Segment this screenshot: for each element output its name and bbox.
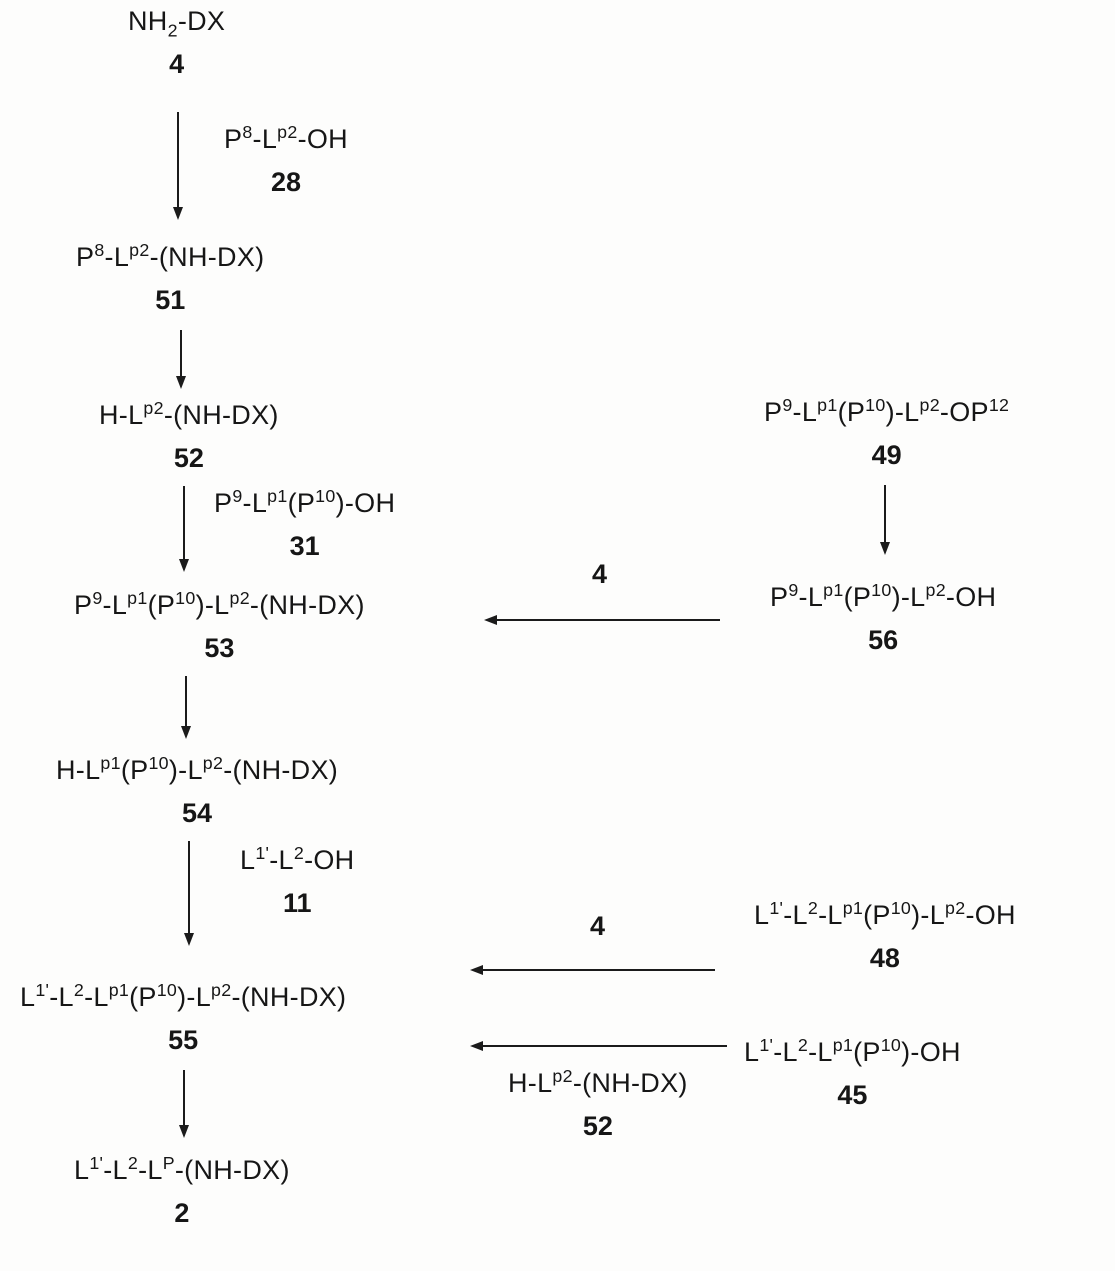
- reagent-28: P8-Lp2-OH 28: [224, 122, 348, 198]
- compound-4: NH2-DX 4: [128, 6, 225, 80]
- compound-53: P9-Lp1(P10)-Lp2-(NH-DX) 53: [74, 588, 365, 664]
- reagent-formula: H-Lp2-(NH-DX): [508, 1066, 688, 1098]
- arrow-48-to-55: [483, 969, 715, 971]
- arrow-55-to-2: [183, 1070, 185, 1125]
- compound-number: 53: [204, 633, 235, 664]
- arrow-45-to-55: [483, 1045, 727, 1047]
- reagent-number: 4: [592, 559, 608, 589]
- arrow-51-to-52: [180, 330, 182, 376]
- compound-number: 56: [868, 625, 899, 656]
- compound-number: 54: [182, 798, 213, 829]
- compound-55: L1'-L2-Lp1(P10)-Lp2-(NH-DX) 55: [20, 980, 347, 1056]
- arrow-4-to-51: [177, 112, 179, 207]
- compound-number: 51: [155, 285, 186, 316]
- reagent-number: 28: [270, 167, 301, 198]
- compound-formula: H-Lp1(P10)-Lp2-(NH-DX): [56, 753, 339, 785]
- reagent-number: 4: [590, 911, 606, 941]
- reagent-31: P9-Lp1(P10)-OH 31: [214, 486, 396, 562]
- compound-number: 49: [871, 440, 902, 471]
- compound-number: 48: [869, 943, 900, 974]
- reagent-number: 11: [282, 888, 312, 919]
- compound-formula: P8-Lp2-(NH-DX): [76, 240, 265, 272]
- arrow-label-4-lower: 4: [590, 911, 606, 942]
- compound-45: L1'-L2-Lp1(P10)-OH 45: [744, 1035, 961, 1111]
- compound-formula: P9-Lp1(P10)-Lp2-OP12: [764, 395, 1010, 427]
- compound-formula: L1'-L2-Lp1(P10)-Lp2-OH: [754, 898, 1016, 930]
- compound-formula: H-Lp2-(NH-DX): [99, 398, 279, 430]
- compound-51: P8-Lp2-(NH-DX) 51: [76, 240, 265, 316]
- compound-formula: P9-Lp1(P10)-Lp2-OH: [770, 580, 997, 612]
- reagent-formula: P9-Lp1(P10)-OH: [214, 486, 396, 518]
- compound-formula: NH2-DX: [128, 6, 226, 41]
- compound-formula: P9-Lp1(P10)-Lp2-(NH-DX): [74, 588, 365, 620]
- compound-54: H-Lp1(P10)-Lp2-(NH-DX) 54: [56, 753, 339, 829]
- compound-formula: L1'-L2-Lp1(P10)-Lp2-(NH-DX): [20, 980, 347, 1012]
- arrow-label-4-upper: 4: [592, 559, 608, 590]
- compound-number: 2: [174, 1198, 190, 1229]
- compound-2: L1'-L2-LP-(NH-DX) 2: [74, 1153, 290, 1229]
- reagent-52: H-Lp2-(NH-DX) 52: [508, 1066, 688, 1142]
- compound-number: 55: [168, 1025, 199, 1056]
- reagent-formula: L1'-L2-OH: [240, 843, 355, 875]
- compound-52: H-Lp2-(NH-DX) 52: [99, 398, 279, 474]
- arrow-56-to-53: [497, 619, 720, 621]
- arrow-53-to-54: [185, 676, 187, 726]
- compound-number: 4: [169, 49, 185, 80]
- compound-number: 52: [173, 443, 204, 474]
- compound-56: P9-Lp1(P10)-Lp2-OH 56: [770, 580, 997, 656]
- compound-formula: L1'-L2-Lp1(P10)-OH: [744, 1035, 961, 1067]
- reagent-formula: P8-Lp2-OH: [224, 122, 348, 154]
- arrow-54-to-55: [188, 841, 190, 933]
- compound-number: 45: [837, 1080, 868, 1111]
- reagent-number: 31: [289, 531, 320, 562]
- arrow-52-to-53: [183, 486, 185, 559]
- compound-49: P9-Lp1(P10)-Lp2-OP12 49: [764, 395, 1010, 471]
- compound-formula: L1'-L2-LP-(NH-DX): [74, 1153, 290, 1185]
- reagent-number: 52: [582, 1111, 613, 1142]
- arrow-49-to-56: [884, 485, 886, 542]
- compound-48: L1'-L2-Lp1(P10)-Lp2-OH 48: [754, 898, 1016, 974]
- reagent-11: L1'-L2-OH 11: [240, 843, 355, 919]
